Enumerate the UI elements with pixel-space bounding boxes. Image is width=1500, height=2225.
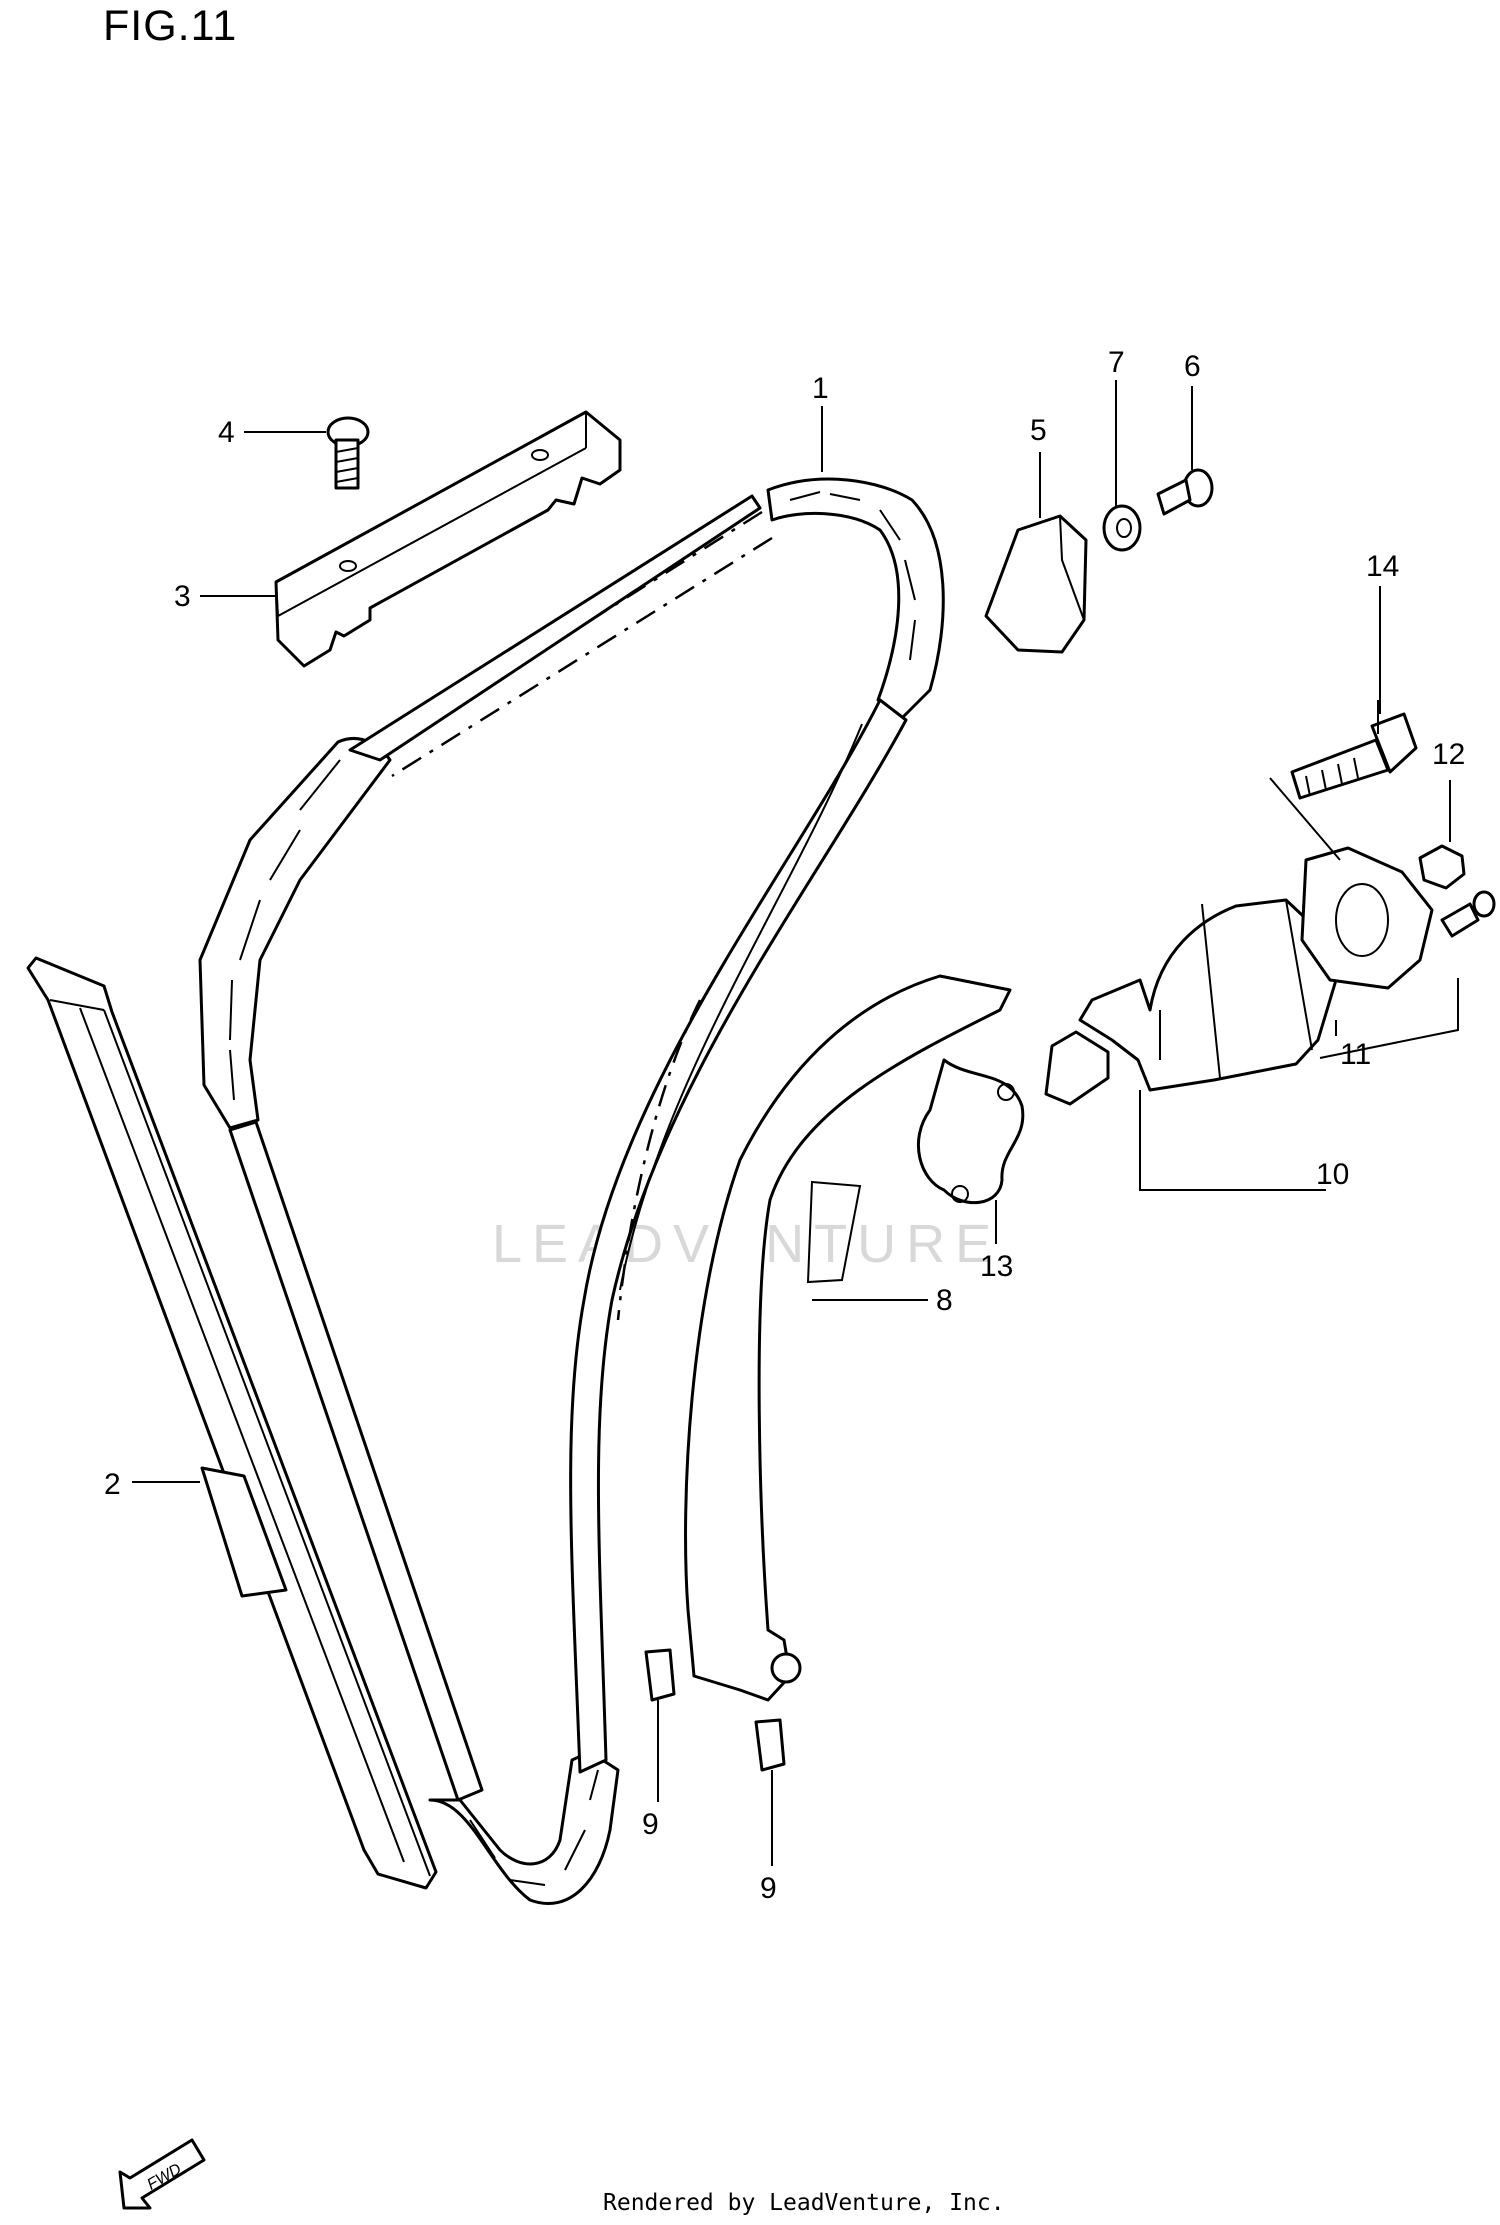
callout-11: 11: [1340, 1038, 1371, 1071]
callout-14: 14: [1366, 550, 1399, 583]
part-14-bolt: [1290, 712, 1418, 800]
callout-labels: 1 2 3 4 5 6 7 8 9 9 10 11 12 13 14: [104, 346, 1465, 1905]
forward-direction-arrow-icon: FWD: [118, 2138, 206, 2210]
part-13-gasket: [916, 1058, 1025, 1205]
tensioner-mount-bolt: [1440, 890, 1496, 938]
part-6-bolt: [1156, 468, 1214, 516]
callout-10: 10: [1316, 1158, 1349, 1191]
front-chain-guide: [569, 698, 908, 1774]
callout-13: 13: [980, 1250, 1013, 1283]
part-1-cam-chain: [198, 477, 945, 1905]
part-9-pin-a: [644, 1648, 676, 1702]
figure-title: FIG.11: [103, 2, 238, 50]
callout-4: 4: [218, 416, 235, 449]
part-7-washer: [1102, 504, 1142, 552]
part-2-chain-guide: [26, 956, 438, 1890]
part-3-upper-guide: [274, 410, 622, 668]
callout-9-a: 9: [642, 1808, 659, 1841]
footer-credit: Rendered by LeadVenture, Inc.: [603, 2190, 1005, 2216]
part-4-screw: [326, 416, 370, 490]
callout-7: 7: [1108, 346, 1125, 379]
callout-1: 1: [812, 372, 829, 405]
leader-lines: [132, 380, 1459, 1866]
part-8-tensioner-guide: [684, 974, 1012, 1702]
callout-8: 8: [936, 1284, 953, 1317]
part-9-pin-b: [754, 1718, 786, 1772]
part-11-cover: [1300, 846, 1434, 990]
callout-5: 5: [1030, 414, 1047, 447]
callout-3: 3: [174, 580, 191, 613]
part-12-plug: [1418, 844, 1466, 890]
callout-6: 6: [1184, 350, 1201, 383]
callout-9-b: 9: [760, 1872, 777, 1905]
part-5-cushion: [984, 514, 1088, 654]
part-10-tensioner-assembly: [1044, 898, 1338, 1106]
callout-12: 12: [1432, 738, 1465, 771]
callout-2: 2: [104, 1468, 121, 1501]
